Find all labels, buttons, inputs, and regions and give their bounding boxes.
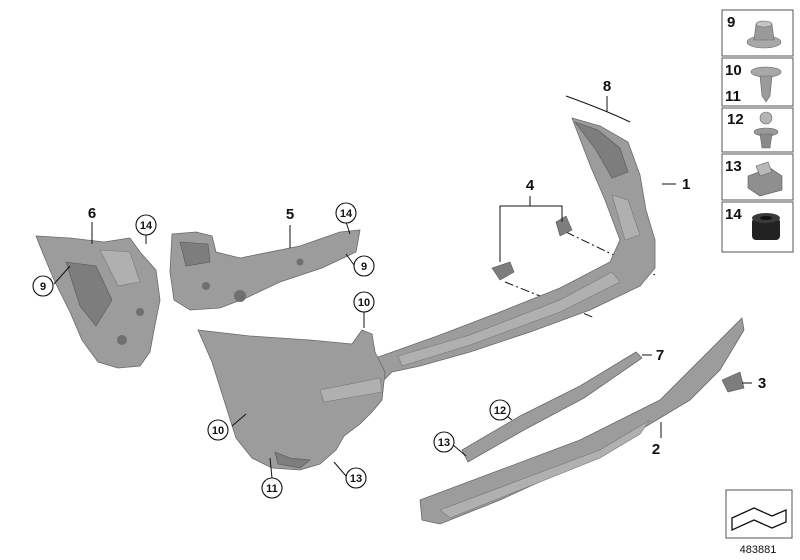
legend-cell-9: 9 [721,9,794,57]
callout-8: 8 [603,78,611,95]
svg-text:13: 13 [725,158,742,175]
circled-callout-10a: 10 [353,291,375,313]
svg-text:11: 11 [266,483,278,495]
svg-text:12: 12 [494,405,506,417]
rubber-buffer-icon [752,218,780,240]
callout-1: 1 [682,176,690,193]
part-10-corner-cover [197,329,386,471]
legend-cell-10-11: 10 11 [721,57,794,107]
expanding-rivet-icon [750,66,782,78]
leader-lines [53,96,752,479]
callout-4: 4 [526,177,535,194]
callout-5: 5 [286,206,294,223]
circled-callout-9a: 9 [32,275,54,297]
hardware-legend: 9 10 11 12 13 14 [721,9,794,253]
reference-number: 483881 [740,544,777,556]
callout-2: 2 [652,441,660,458]
legend-cell-13: 13 [721,153,794,201]
legend-cell-12: 12 [721,107,794,153]
svg-text:13: 13 [350,473,362,485]
svg-text:14: 14 [140,220,153,232]
callout-3: 3 [758,375,766,392]
part-4-brackets [491,215,573,281]
svg-text:14: 14 [340,208,353,220]
part-7-inner-strip [461,351,643,463]
svg-text:9: 9 [40,281,46,293]
circled-callout-9b: 9 [353,255,375,277]
svg-text:9: 9 [727,14,735,31]
circled-callout-11: 11 [261,477,283,499]
svg-text:10: 10 [358,297,370,309]
svg-text:12: 12 [727,111,744,128]
circled-callout-10b: 10 [207,419,229,441]
part-6-side-bracket [35,235,161,369]
circled-callout-13b: 13 [345,467,367,489]
bottom-right-symbol-box [725,489,793,539]
callout-6: 6 [88,205,96,222]
svg-text:11: 11 [725,88,741,105]
circled-callout-14a: 14 [135,214,157,236]
legend-cell-14: 14 [721,201,794,253]
part-8-trim-strip [565,95,631,123]
part-3-clip [721,371,745,393]
part-2-diffuser [419,317,745,525]
svg-text:10: 10 [212,425,224,437]
part-1-rear-bumper [359,117,656,385]
svg-text:9: 9 [361,261,367,273]
arrow-symbol-icon [731,507,787,532]
svg-text:14: 14 [725,206,742,223]
part-5-mounting-rail [169,229,361,311]
circled-callout-14b: 14 [335,202,357,224]
circled-callout-12: 12 [489,399,511,421]
svg-text:10: 10 [725,62,742,79]
circled-callout-13a: 13 [433,431,455,453]
screw-grommet-icon [759,111,773,125]
callout-7: 7 [656,347,664,364]
svg-text:13: 13 [438,437,450,449]
